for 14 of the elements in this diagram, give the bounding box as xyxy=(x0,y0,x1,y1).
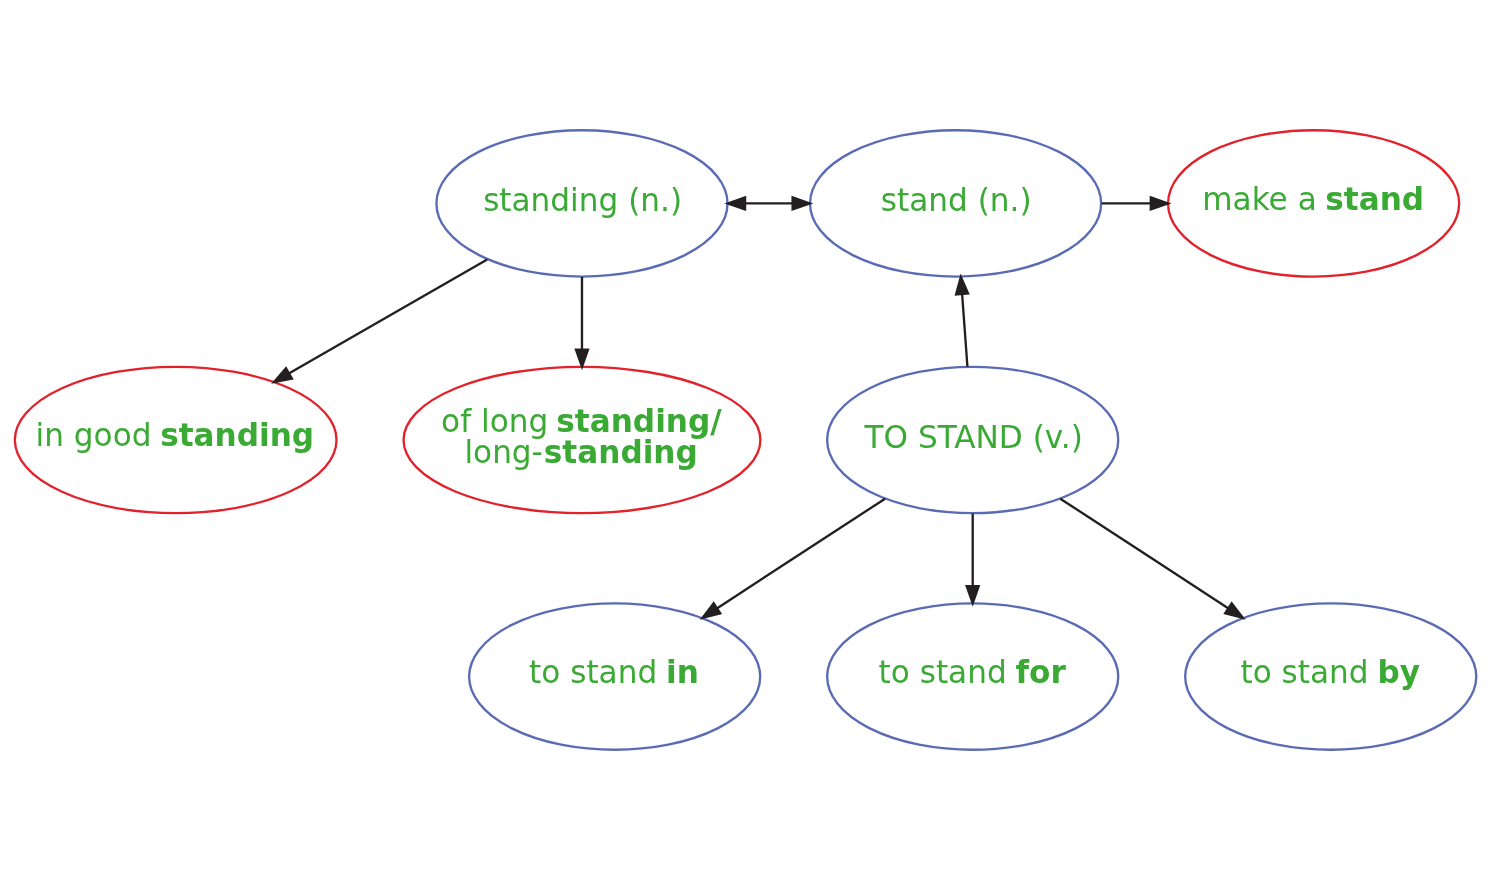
arrow xyxy=(699,497,886,620)
node-ellipse: TO STAND (v.) xyxy=(826,365,1120,515)
node-ellipse: stand (n.) xyxy=(808,129,1103,278)
node-ellipse: standing (n.) xyxy=(435,129,729,278)
node-ellipse: make a stand xyxy=(1166,129,1461,278)
arrow xyxy=(965,513,981,607)
arrow xyxy=(1059,497,1246,620)
arrow xyxy=(724,195,814,212)
node-ellipse: to stand for xyxy=(826,602,1120,751)
arrow xyxy=(574,276,590,371)
arrow xyxy=(954,273,970,367)
node-ellipse: of long standing/ long-standing xyxy=(402,365,762,515)
arrow xyxy=(271,258,488,384)
arrow xyxy=(1101,195,1172,212)
